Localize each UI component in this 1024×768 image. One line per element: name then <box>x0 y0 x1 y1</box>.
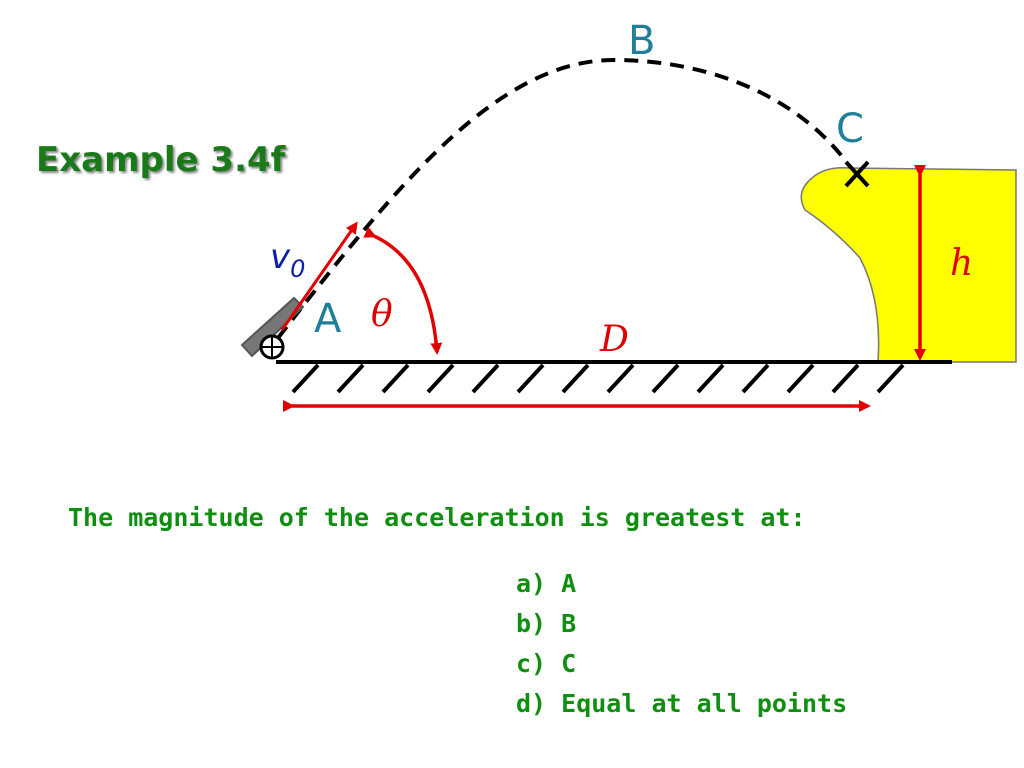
angle-arc <box>363 226 443 355</box>
answer-options: a) A b) B c) C d) Equal at all points <box>516 564 847 724</box>
point-c-label: C <box>836 106 864 152</box>
cannon <box>240 296 305 360</box>
option-b[interactable]: b) B <box>516 609 577 638</box>
trajectory-path <box>276 57 847 340</box>
point-b-label: B <box>628 18 655 64</box>
option-c[interactable]: c) C <box>516 649 577 678</box>
projectile-diagram: B C A v0 θ D h <box>240 18 1017 412</box>
point-a-label: A <box>314 296 342 342</box>
height-label: h <box>950 243 973 284</box>
option-d[interactable]: d) Equal at all points <box>516 689 848 718</box>
cliff <box>800 166 1017 363</box>
angle-label: θ <box>371 294 393 335</box>
landing-x-icon <box>844 160 870 188</box>
option-a[interactable]: a) A <box>516 569 577 598</box>
distance-label: D <box>599 319 629 360</box>
velocity-label-subscript: 0 <box>290 255 305 283</box>
velocity-arrow <box>280 221 358 331</box>
velocity-label-base: v <box>270 237 291 277</box>
ground-hatching <box>291 363 905 394</box>
question-text: The magnitude of the acceleration is gre… <box>68 503 806 532</box>
velocity-label: v0 <box>270 237 305 283</box>
example-title: Example 3.4f <box>36 140 286 180</box>
